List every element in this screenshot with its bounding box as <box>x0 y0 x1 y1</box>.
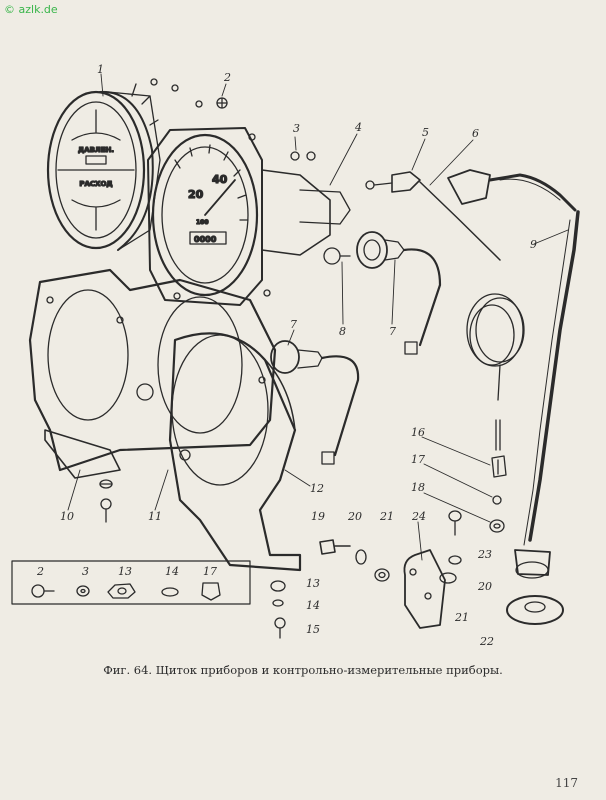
callout-15: 15 <box>306 623 320 636</box>
bolt-19 <box>319 539 351 555</box>
callout-14: 14 <box>306 599 320 612</box>
callout-21-bottom: 21 <box>379 510 394 523</box>
nut-21-right <box>439 572 457 584</box>
washer-14 <box>272 599 284 607</box>
valve-16 <box>491 455 507 478</box>
callout-2-top: 2 <box>223 71 231 84</box>
inset-label-14: 14 <box>165 565 179 578</box>
callout-7-upper: 7 <box>389 325 396 338</box>
leader-lines <box>67 73 569 561</box>
inset-label-13: 13 <box>118 565 132 578</box>
callout-13: 13 <box>306 577 320 590</box>
callout-17: 17 <box>411 453 425 466</box>
gauge-label-pressure: ДАВЛЕН. <box>78 146 114 154</box>
inset-label-3: 3 <box>82 565 89 578</box>
screw-2-top <box>150 78 228 109</box>
callout-7-lower: 7 <box>290 318 297 331</box>
callout-6: 6 <box>472 127 479 140</box>
fitting-5 <box>365 171 501 261</box>
callout-24: 24 <box>411 510 426 523</box>
callout-9: 9 <box>530 238 537 251</box>
lockwasher-20-bottom <box>355 549 367 565</box>
callout-10: 10 <box>60 510 74 523</box>
callout-19: 19 <box>311 510 325 523</box>
speedo-tick-40: 40 <box>212 173 228 186</box>
callout-numbers: 1 2 3 4 5 6 7 8 9 7 10 11 12 13 14 15 16… <box>36 63 537 648</box>
knob-22 <box>506 595 564 625</box>
instrument-panel-bracket-12 <box>168 332 302 572</box>
speedo-cable-9 <box>514 210 580 579</box>
odometer-digits: 0000 <box>194 235 217 244</box>
screw-3-top <box>290 151 316 161</box>
inset-label-17: 17 <box>203 565 217 578</box>
washer-20-right <box>448 555 462 565</box>
figure-caption: Фиг. 64. Щиток приборов и контрольно-изм… <box>103 663 503 677</box>
combination-gauge <box>46 83 161 251</box>
pressure-tube-coil-6 <box>447 169 577 451</box>
bolt-15-left <box>100 498 112 523</box>
inset-frame <box>11 560 251 605</box>
nut-21-bottom <box>374 568 390 582</box>
washer-13-left <box>99 479 113 489</box>
speedo-label: 100 <box>196 219 209 226</box>
callout-12: 12 <box>310 482 324 495</box>
nut-13 <box>270 580 286 592</box>
inset-parts <box>31 582 221 601</box>
callout-1: 1 <box>97 63 104 76</box>
screw-23 <box>448 510 462 536</box>
callout-18: 18 <box>411 481 425 494</box>
callout-20-bottom: 20 <box>347 510 362 523</box>
callout-22: 22 <box>479 635 494 648</box>
callout-3-top: 3 <box>293 122 300 135</box>
callout-21-right: 21 <box>454 611 469 624</box>
speedo-tick-20: 20 <box>188 188 204 201</box>
lamp-socket-7-upper <box>356 231 442 355</box>
inset-label-2: 2 <box>36 565 44 578</box>
clamp-24 <box>403 549 446 629</box>
callout-16: 16 <box>411 426 425 439</box>
speedometer <box>147 127 351 306</box>
callout-20-right: 20 <box>477 580 492 593</box>
callout-23: 23 <box>477 548 492 561</box>
callout-11: 11 <box>148 510 162 523</box>
gauge-label-fuel: РАСХОД <box>79 180 112 188</box>
callout-4: 4 <box>354 121 362 134</box>
callout-8: 8 <box>339 325 346 338</box>
callout-5: 5 <box>422 126 429 139</box>
instrument-panel-bracket-10 <box>28 268 277 479</box>
lamp-socket-7-lower <box>270 340 360 465</box>
bolt-15 <box>274 617 286 639</box>
plug-17 <box>492 495 502 505</box>
grommet-18 <box>489 519 505 533</box>
page-number: 117 <box>555 776 578 790</box>
watermark: © azlk.de <box>4 3 58 16</box>
lamp-bulb-8 <box>323 247 351 265</box>
